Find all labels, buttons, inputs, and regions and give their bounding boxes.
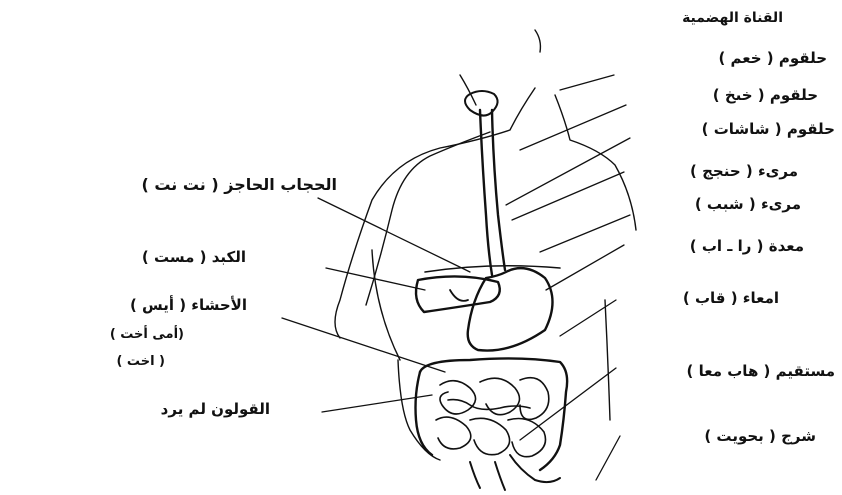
label-pharynx-1: حلقوم ( خعم ): [718, 49, 827, 67]
label-viscera-note-2: ( اخت ): [116, 353, 165, 371]
body-outline: [335, 30, 636, 460]
label-colon: القولون لم يرد: [161, 400, 270, 418]
label-pharynx-2: حلقوم ( خىخ ): [713, 86, 818, 104]
label-viscera-note-1: (أمى أخت ): [110, 326, 184, 344]
label-stomach: معدة ( را ـ اب ): [690, 237, 804, 255]
label-intestines: امعاء ( قاب ): [683, 289, 779, 307]
label-pharynx-3: حلقوم ( شاشات ): [702, 120, 835, 138]
label-viscera: الأحشاء ( أيس ): [130, 296, 247, 314]
small-intestine-coils: [436, 378, 549, 457]
label-diaphragm: الحجاب الحاجز ( نت نت ): [141, 176, 337, 194]
diagram-title: القناة الهضمية: [682, 9, 783, 27]
label-liver: الكبد ( مست ): [142, 248, 246, 266]
label-anus: شرج ( بحويت ): [704, 427, 816, 445]
label-esophagus-1: مرىء ( حنجج ): [690, 162, 798, 180]
label-rectum: مستقيم ( هاب معا ): [687, 362, 835, 380]
label-esophagus-2: مرىء ( شبب ): [695, 195, 801, 213]
